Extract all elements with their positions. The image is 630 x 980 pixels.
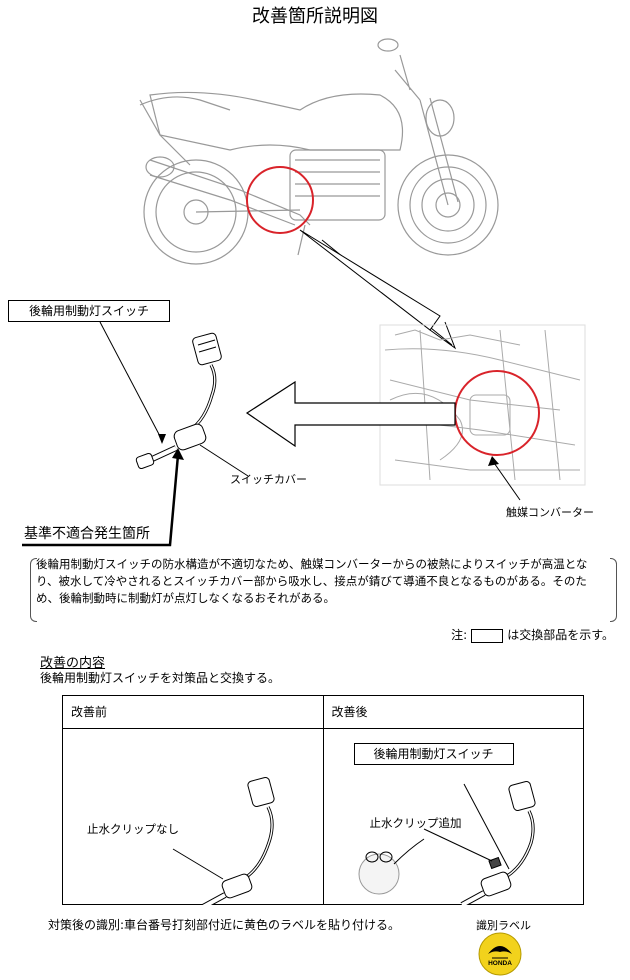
honda-label-badge: HONDA: [478, 932, 522, 976]
page-title: 改善箇所説明図: [252, 6, 378, 27]
bracket-left: [30, 558, 37, 622]
after-switch-label: 後輪用制動灯スイッチ: [353, 743, 514, 765]
switch-name-label: 後輪用制動灯スイッチ: [8, 300, 170, 322]
identification-text: 対策後の識別:車台番号打刻部付近に黄色のラベルを貼り付ける。: [48, 918, 401, 932]
honda-logo-text: HONDA: [488, 960, 512, 967]
after-caption: 止水クリップ追加: [369, 816, 462, 830]
defect-description: 後輪用制動灯スイッチの防水構造が不適切なため、触媒コンバーターからの被熱によりス…: [36, 557, 588, 605]
note-box-icon: [471, 628, 504, 643]
comparison-table: 改善前 改善後 止水クリップなし: [62, 695, 584, 905]
motorcycle-illustration: [22, 38, 586, 547]
after-header: 改善後: [322, 695, 584, 729]
replacement-note: 注: は交換部品を示す。: [451, 626, 614, 643]
honda-wing-icon: [488, 946, 512, 954]
before-cell: 止水クリップなし: [62, 728, 324, 905]
note-prefix: 注:: [451, 628, 468, 642]
nonconformity-label: 基準不適合発生箇所: [24, 526, 150, 542]
identification-label-title: 識別ラベル: [476, 919, 531, 932]
switch-cover-label: スイッチカバー: [230, 473, 307, 486]
after-switch-drawing: [358, 780, 536, 905]
before-switch-drawing: [172, 776, 275, 905]
improvement-body: 後輪用制動灯スイッチを対策品と交換する。: [40, 671, 281, 685]
note-suffix: は交換部品を示す。: [507, 628, 614, 642]
honda-label-circle: [478, 932, 522, 976]
catalytic-converter-label: 触媒コンバーター: [506, 506, 594, 519]
after-cell: 後輪用制動灯スイッチ 止水クリップ追加: [322, 728, 584, 905]
before-caption: 止水クリップなし: [87, 822, 179, 836]
before-header: 改善前: [62, 695, 324, 729]
improvement-heading: 改善の内容: [40, 656, 106, 671]
bracket-right: [610, 558, 617, 622]
